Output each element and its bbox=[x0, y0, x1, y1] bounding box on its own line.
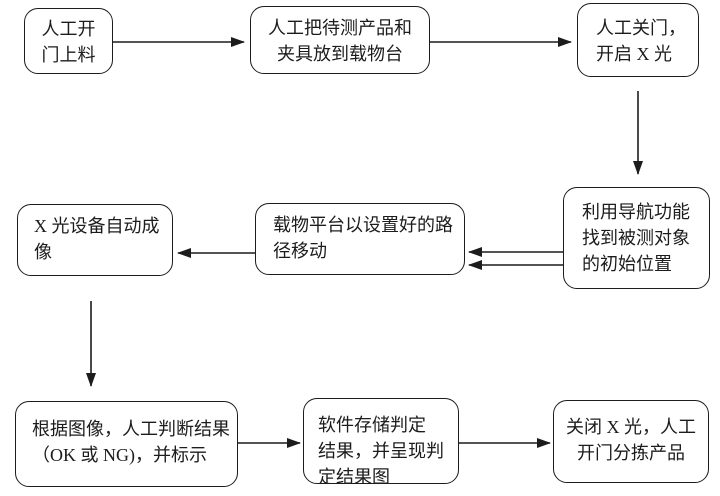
node-text-line: 像 bbox=[34, 242, 52, 262]
node-text-line: 径移动 bbox=[273, 241, 327, 261]
node-text-line: 软件存储判定 bbox=[318, 415, 426, 435]
node-text-line: （OK 或 NG)，并标示 bbox=[32, 445, 207, 465]
node-text-line: 开启 X 光 bbox=[596, 44, 672, 64]
node-text-line: 利用导航功能 bbox=[582, 202, 690, 222]
flow-node-stage-moves-on-set-path: 载物平台以设置好的路 径移动 bbox=[255, 203, 465, 275]
flow-node-manual-judge-result: 根据图像，人工判断结果 （OK 或 NG)，并标示 bbox=[15, 401, 238, 487]
node-text-line: 人工开 bbox=[41, 19, 96, 39]
node-text-line: 门上料 bbox=[41, 45, 96, 65]
flow-node-xray-auto-imaging: X 光设备自动成 像 bbox=[17, 204, 173, 276]
flow-node-software-store-result: 软件存储判定 结果，并呈现判 定结果图 bbox=[303, 398, 459, 484]
node-text-line: 找到被测对象 bbox=[582, 228, 690, 248]
flow-node-close-xray-sort-product: 关闭 X 光，人工 开门分拣产品 bbox=[553, 400, 709, 483]
flow-node-close-door-start-xray: 人工关门， 开启 X 光 bbox=[577, 3, 699, 77]
flow-node-manual-open-door-load: 人工开 门上料 bbox=[24, 8, 113, 74]
node-text-line: 夹具放到载物台 bbox=[277, 44, 403, 64]
node-text-line: 人工把待测产品和 bbox=[268, 18, 412, 38]
flow-node-navigate-initial-position: 利用导航功能 找到被测对象 的初始位置 bbox=[563, 187, 710, 289]
node-text-line: 载物平台以设置好的路 bbox=[273, 215, 453, 235]
node-text-line: 关闭 X 光，人工 bbox=[566, 417, 696, 437]
node-text-line: 开门分拣产品 bbox=[577, 443, 685, 463]
node-text-line: 的初始位置 bbox=[582, 254, 672, 274]
node-text-line: 定结果图 bbox=[318, 467, 390, 484]
node-text-line: 结果，并呈现判 bbox=[318, 441, 444, 461]
flow-node-place-product-and-fixture: 人工把待测产品和 夹具放到载物台 bbox=[250, 6, 430, 74]
node-text-line: X 光设备自动成 bbox=[34, 216, 160, 236]
node-text-line: 人工关门， bbox=[596, 18, 686, 38]
node-text-line: 根据图像，人工判断结果 bbox=[32, 419, 230, 439]
